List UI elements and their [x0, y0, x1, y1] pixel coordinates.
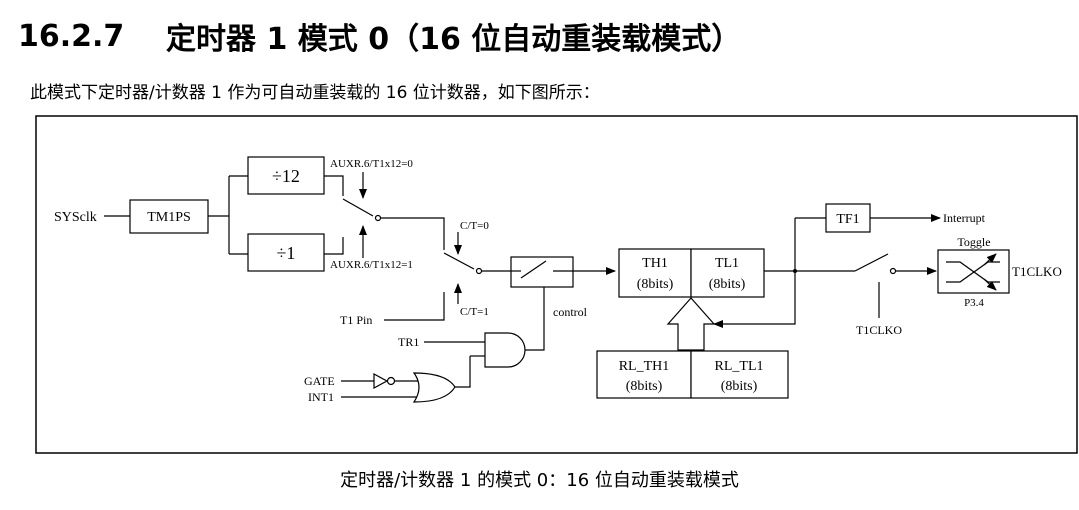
ct1-label: C/T=1	[460, 306, 489, 318]
div1-label: ÷1	[277, 243, 296, 263]
interrupt-label: Interrupt	[943, 211, 986, 225]
th1-bits-label: (8bits)	[637, 277, 674, 292]
tl1-register	[690, 248, 765, 298]
tf1-flag-box	[825, 203, 871, 233]
th1-label: TH1	[642, 256, 668, 271]
not-gate	[373, 372, 389, 390]
t1clko-control-label: T1CLKO	[856, 323, 902, 337]
sysclk-label: SYSclk	[54, 210, 97, 225]
t1clko-output-label: T1CLKO	[1012, 264, 1062, 279]
control-label: control	[553, 305, 588, 319]
tr1-label: TR1	[398, 335, 419, 349]
toggle-label: Toggle	[957, 235, 990, 249]
ct0-label: C/T=0	[460, 220, 489, 232]
rl-th1-label: RL_TH1	[619, 359, 670, 374]
section-heading: 16.2.7 定时器 1 模式 0（16 位自动重装载模式）	[18, 14, 741, 58]
t1pin-label: T1 Pin	[340, 313, 372, 327]
auxr-top-label: AUXR.6/T1x12=0	[330, 158, 413, 170]
rl-tl1-bits-label: (8bits)	[721, 379, 758, 394]
int1-label: INT1	[308, 390, 334, 404]
auxr-bottom-label: AUXR.6/T1x12=1	[330, 259, 413, 271]
div1-box	[247, 233, 325, 272]
div12-box	[247, 156, 325, 195]
tl1-bits-label: (8bits)	[709, 277, 746, 292]
diagram-frame	[35, 115, 1078, 454]
th1-register	[618, 248, 692, 298]
tf1-label: TF1	[836, 212, 859, 227]
rl-tl1-label: RL_TL1	[715, 359, 764, 374]
section-title: 定时器 1 模式 0（16 位自动重装载模式）	[166, 22, 742, 57]
tl1-label: TL1	[715, 256, 739, 271]
div12-label: ÷12	[272, 166, 300, 186]
intro-paragraph: 此模式下定时器/计数器 1 作为可自动重装载的 16 位计数器，如下图所示：	[30, 83, 600, 103]
p34-label: P3.4	[964, 297, 984, 309]
gate-label: GATE	[304, 374, 335, 388]
section-number: 16.2.7	[18, 18, 125, 54]
figure-caption: 定时器/计数器 1 的模式 0：16 位自动重装载模式	[340, 470, 739, 491]
and-gate	[484, 332, 526, 368]
or-gate	[412, 372, 456, 403]
rl-th1-bits-label: (8bits)	[626, 379, 663, 394]
control-switch-box	[510, 256, 574, 288]
rl-tl1-register	[690, 350, 789, 399]
tm1ps-label: TM1PS	[147, 210, 191, 225]
reload-arrow	[666, 297, 716, 351]
